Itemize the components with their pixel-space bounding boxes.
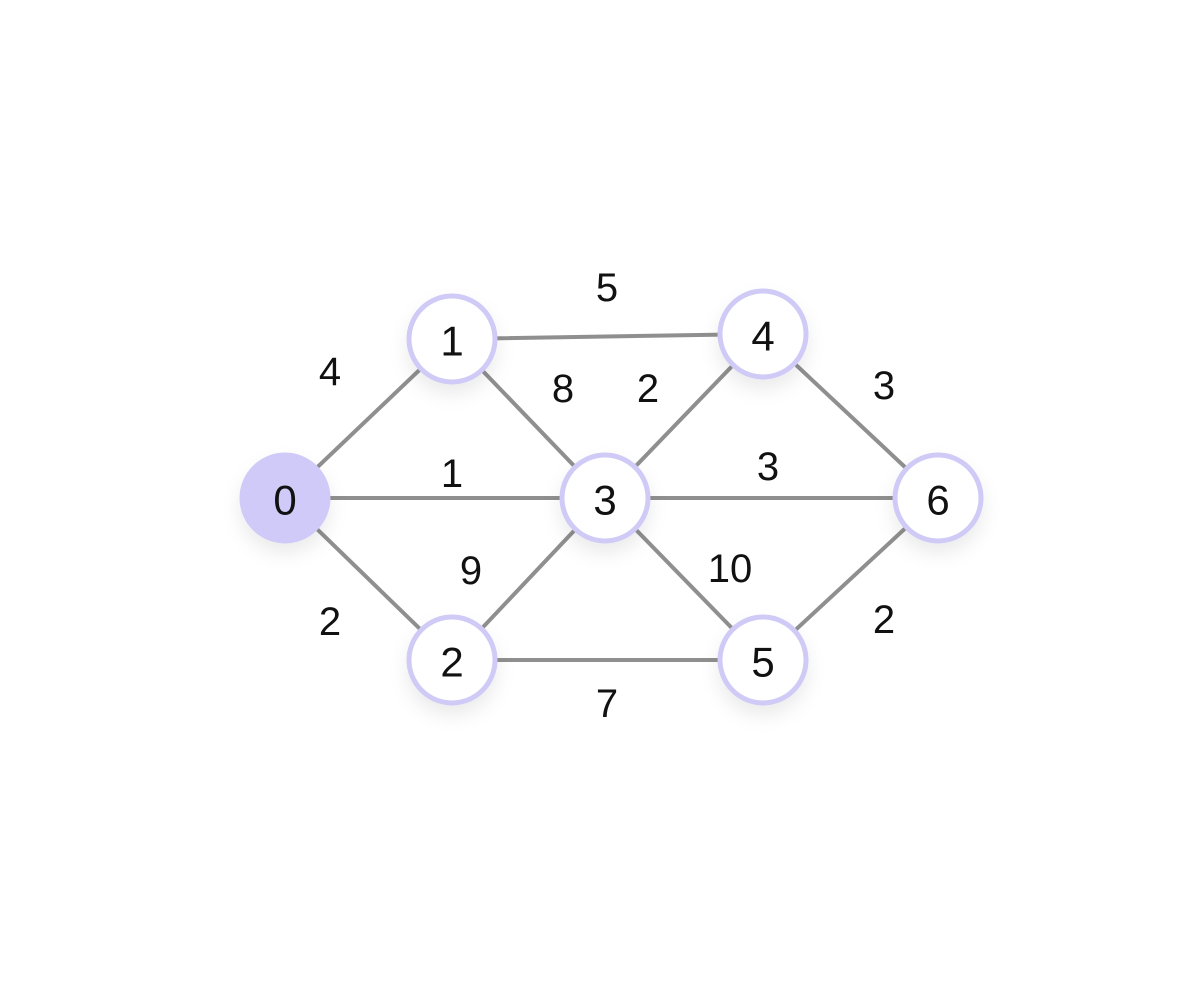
edge-weight-5-6: 2 — [873, 598, 895, 642]
node-5: 5 — [717, 614, 809, 706]
node-circle-6 — [892, 452, 984, 544]
edge-weight-2-5: 7 — [596, 682, 618, 726]
node-3: 3 — [559, 452, 651, 544]
node-circle-5 — [717, 614, 809, 706]
node-0: 0 — [239, 452, 331, 544]
edge-weight-3-6: 3 — [757, 445, 779, 489]
node-label-6: 6 — [926, 477, 949, 524]
node-2: 2 — [406, 614, 498, 706]
edge-weight-1-4: 5 — [596, 266, 618, 310]
node-circle-3 — [559, 452, 651, 544]
edge-weight-3-4: 2 — [637, 367, 659, 411]
edge-weight-1-3: 8 — [552, 367, 574, 411]
node-label-5: 5 — [751, 639, 774, 686]
edge-weights: 4 1 2 5 8 9 7 2 3 10 3 2 — [319, 266, 895, 726]
edge-weight-4-6: 3 — [873, 364, 895, 408]
node-4: 4 — [717, 288, 809, 380]
node-label-3: 3 — [593, 477, 616, 524]
edge-1-4 — [450, 332, 765, 341]
edge-weight-0-2: 2 — [319, 600, 341, 644]
node-circle-4 — [717, 288, 809, 380]
nodes: 0 1 2 3 4 5 6 — [239, 288, 984, 706]
node-circle-1 — [406, 293, 498, 385]
edge-weight-3-5: 10 — [708, 547, 753, 591]
node-label-1: 1 — [440, 318, 463, 365]
edge-weight-2-3: 9 — [460, 549, 482, 593]
node-label-2: 2 — [440, 639, 463, 686]
node-6: 6 — [892, 452, 984, 544]
edge-weight-0-1: 4 — [319, 350, 341, 394]
node-1: 1 — [406, 293, 498, 385]
edge-weight-0-3: 1 — [441, 452, 463, 496]
node-circle-0 — [239, 452, 331, 544]
node-label-4: 4 — [751, 313, 774, 360]
node-circle-2 — [406, 614, 498, 706]
node-label-0: 0 — [273, 477, 296, 524]
